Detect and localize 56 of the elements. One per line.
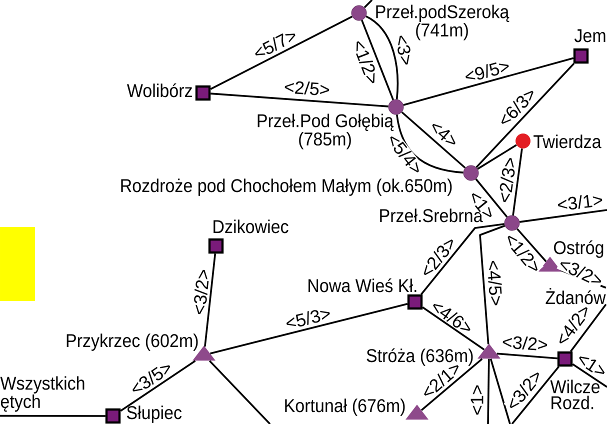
place-name: Przykrzec (602m) bbox=[66, 334, 198, 351]
route-label: <2/3> bbox=[496, 156, 518, 204]
trail-line bbox=[364, 0, 373, 8]
trail-line bbox=[420, 358, 483, 411]
place-name: Rozdroże pod Chochołem Małym (ok.650m) bbox=[121, 178, 452, 196]
place-name: Wolibórz bbox=[127, 83, 192, 98]
trail-line bbox=[210, 16, 353, 90]
trail-line bbox=[210, 303, 408, 354]
trail-line bbox=[476, 62, 575, 168]
place-name: Nowa Wieś Kł. bbox=[308, 278, 416, 292]
trail-line bbox=[0, 414, 106, 417]
trail-line bbox=[572, 363, 607, 388]
trail-line bbox=[204, 254, 216, 347]
trail-line bbox=[210, 92, 388, 108]
trail-line bbox=[366, 16, 399, 100]
route-label: <3/5> bbox=[128, 358, 174, 398]
route-label: <3/2> bbox=[501, 334, 549, 352]
trail-line bbox=[477, 144, 517, 170]
route-label: <4/5> bbox=[486, 259, 504, 307]
trail-line bbox=[520, 209, 607, 223]
trail-line bbox=[490, 358, 511, 424]
trail-line bbox=[420, 223, 504, 295]
trail-line bbox=[496, 352, 558, 360]
place-name: Dzikowiec bbox=[214, 220, 288, 234]
trail-line bbox=[487, 358, 490, 424]
place-name: Jem bbox=[574, 29, 606, 42]
route-label: <3/1> bbox=[556, 192, 604, 212]
trail-line bbox=[403, 57, 574, 106]
route-label: <4> bbox=[428, 118, 460, 150]
trail-line bbox=[208, 360, 271, 424]
trail-line bbox=[475, 178, 508, 218]
route-label: <5/7> bbox=[250, 27, 300, 62]
route-label: <2/5> bbox=[283, 79, 331, 97]
route-label: <9/5> bbox=[462, 58, 512, 84]
trail-line bbox=[422, 306, 485, 350]
route-label: <1> bbox=[470, 384, 484, 416]
route-label: <1> bbox=[574, 350, 607, 380]
place-name: Słupiec bbox=[126, 406, 182, 423]
route-label: <3> bbox=[394, 32, 414, 68]
trail-line bbox=[120, 360, 196, 412]
place-name: Kortunał (676m) bbox=[285, 398, 405, 416]
place-name: Wilcze Rozd. bbox=[550, 380, 600, 410]
trail-line bbox=[511, 366, 560, 424]
route-label: <1/2> bbox=[350, 38, 382, 86]
trail-line bbox=[361, 20, 394, 100]
trail-line bbox=[512, 148, 523, 216]
place-name: Wszystkich ętych bbox=[0, 376, 84, 412]
place-name: Żdanów bbox=[546, 288, 606, 304]
route-label: <3/2> bbox=[191, 268, 211, 316]
place-name: Twierdza bbox=[534, 134, 602, 148]
place-name: Ostróg bbox=[554, 240, 604, 258]
trail-line bbox=[516, 228, 547, 262]
route-label: <5/3> bbox=[283, 305, 333, 331]
trail-line bbox=[479, 224, 506, 344]
route-label: <4/6> bbox=[428, 298, 476, 336]
trail-line bbox=[570, 304, 607, 352]
